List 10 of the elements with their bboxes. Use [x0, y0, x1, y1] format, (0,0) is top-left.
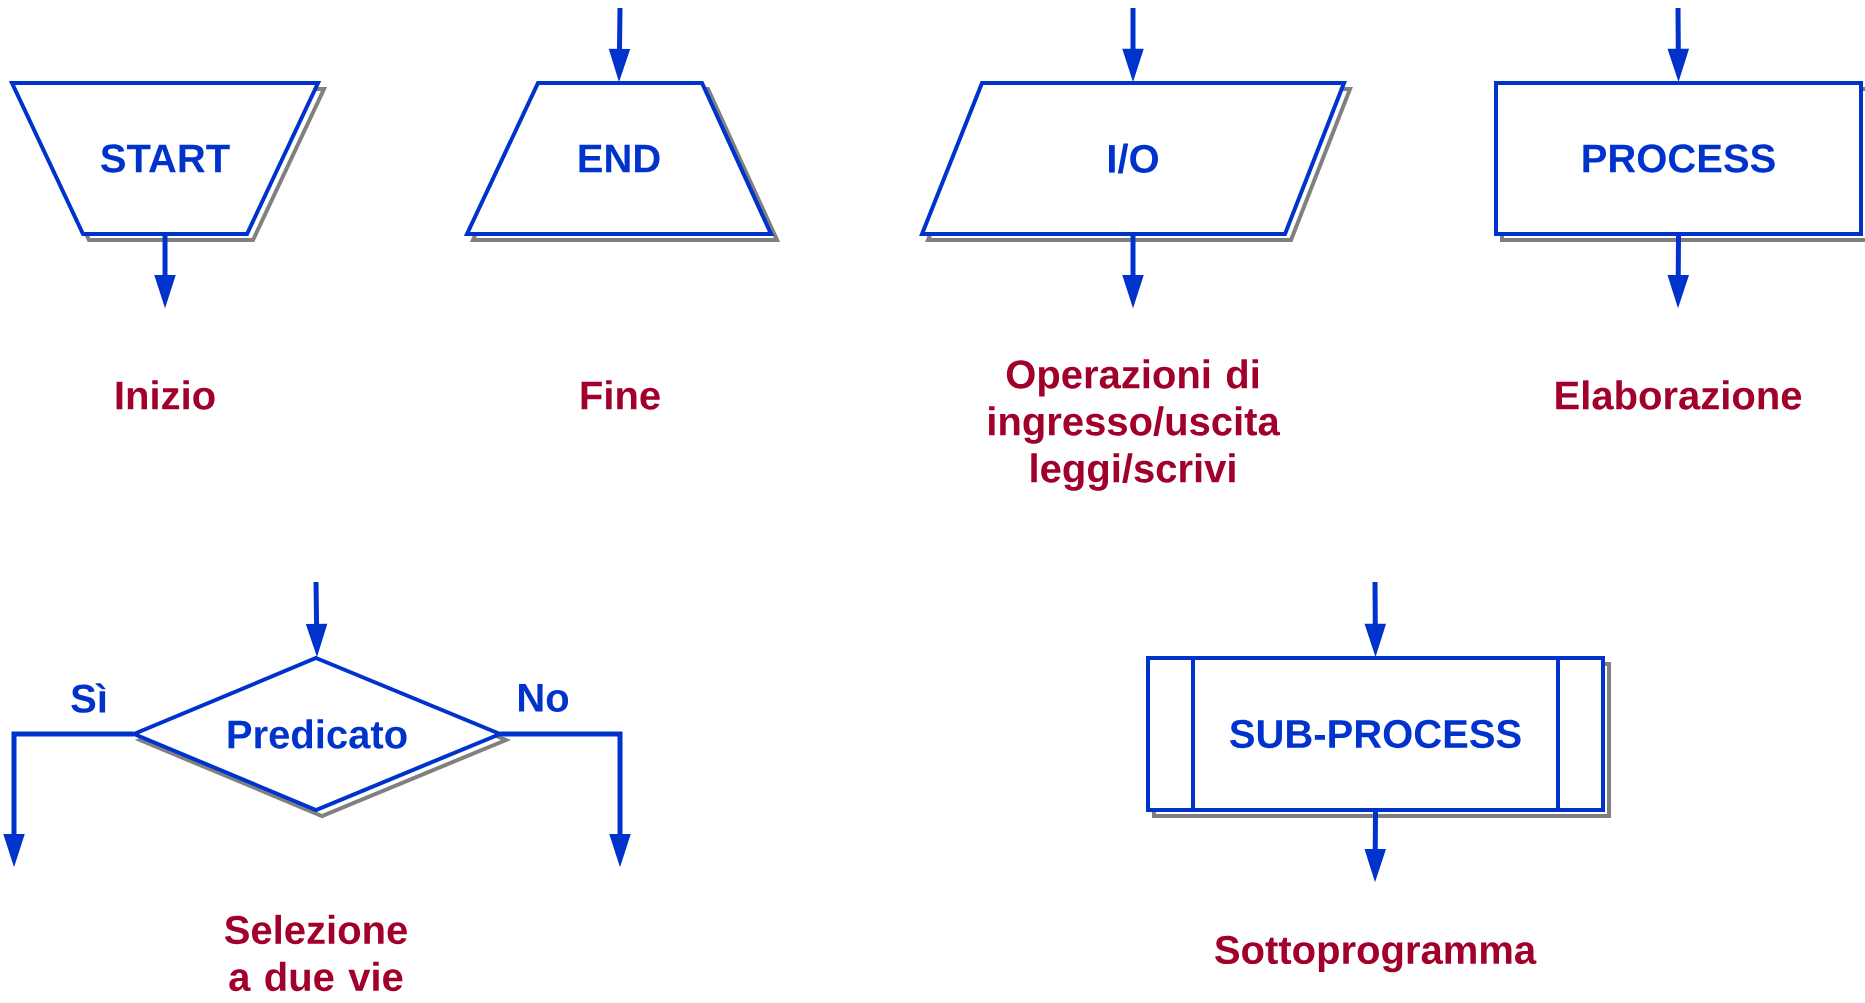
process-box: PROCESS: [1494, 81, 1865, 242]
edge-label: No: [515, 683, 571, 713]
description-label: Elaborazione: [1556, 380, 1802, 410]
edge-label: Sì: [69, 682, 109, 714]
description-label: Selezione a due vie: [224, 914, 407, 992]
subprocess-box: SUB-PROCESS: [1146, 656, 1611, 818]
description-label: Operazioni di ingresso/uscita leggi/scrivi: [989, 359, 1280, 491]
description-label: Sottoprogramma: [1215, 935, 1537, 973]
description-label: Inizio: [116, 380, 215, 410]
description-label: Fine: [581, 380, 660, 410]
